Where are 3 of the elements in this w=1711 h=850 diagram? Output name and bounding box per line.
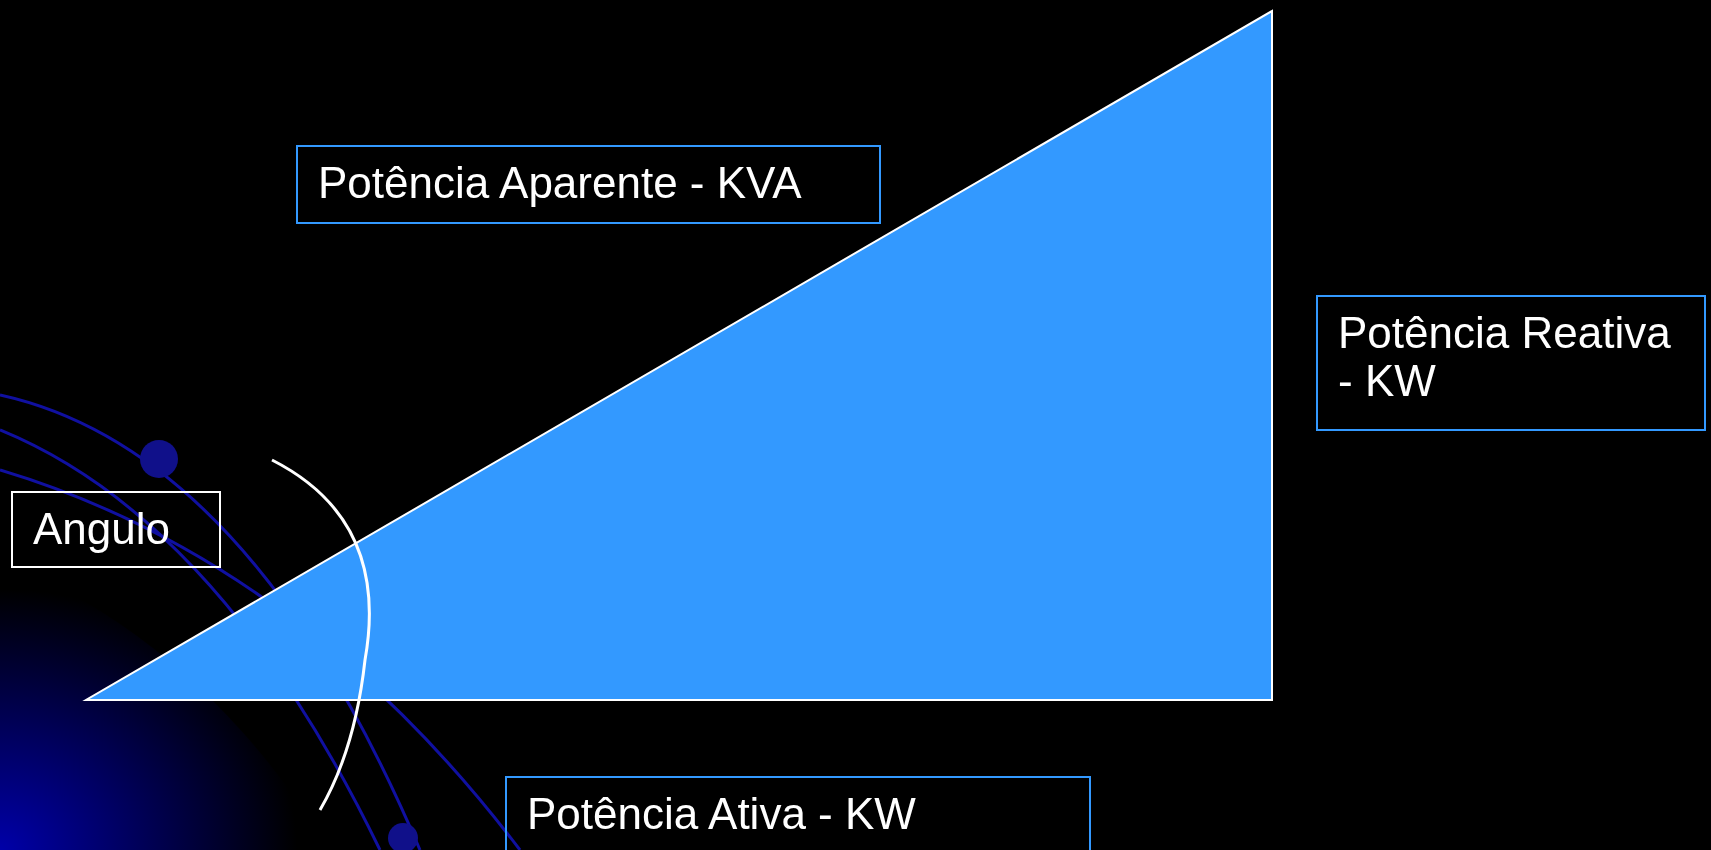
label-box: Potência Reativa - KW bbox=[1316, 295, 1706, 431]
label-box: Potência Aparente - KVA bbox=[296, 145, 881, 224]
label-box: Potência Ativa - KW bbox=[505, 776, 1091, 850]
